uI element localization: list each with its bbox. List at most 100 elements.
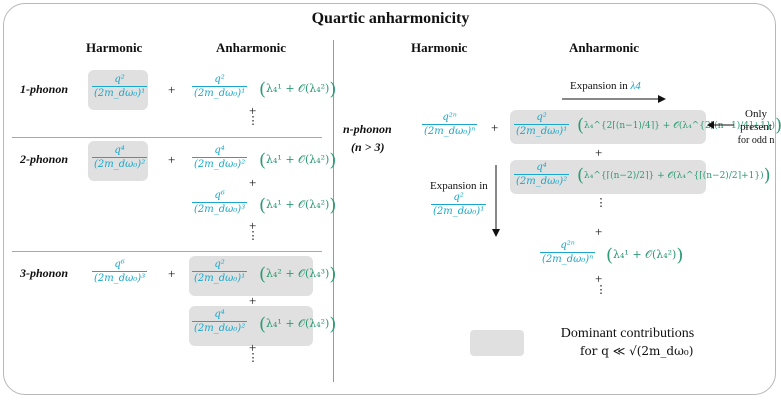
correction-n-2: (λ₄^{⌈(n−2)/2⌉} + 𝒪(λ₄^{⌈(n−2)/2⌉+1})): [577, 165, 771, 186]
fraction-n-anharmonic-a: q² (2m_dω₀)¹: [514, 112, 570, 138]
plus-sign: +: [168, 82, 176, 97]
header-right-anharmonic: Anharmonic: [569, 40, 640, 55]
numerator: q²: [214, 74, 225, 85]
plus-sign: +: [249, 218, 257, 233]
legend-condition: for q ≪ √(2m_dω₀): [580, 344, 694, 358]
numerator: q⁶: [214, 190, 225, 201]
denominator: (2m_dω₀)²: [92, 157, 148, 170]
correction-text: λ₄¹ + 𝒪(λ₄²): [613, 248, 677, 261]
correction-2b: (λ₄¹ + 𝒪(λ₄²)): [259, 195, 337, 216]
fraction-n-harmonic: q²ⁿ (2m_dω₀)ⁿ: [422, 112, 478, 138]
numerator: q⁶: [114, 259, 125, 270]
label-n-condition: (n > 3): [351, 140, 385, 154]
correction-n-c: (λ₄¹ + 𝒪(λ₄²)): [606, 245, 684, 266]
highlight-n-anharmonic-b: [510, 160, 706, 194]
legend-title: Dominant contributions: [560, 326, 695, 341]
row-divider-1: [12, 137, 322, 138]
denominator: (2m_dω₀)¹: [514, 124, 570, 137]
correction-n-odd: (λ₄^{2⌈(n−1)/4⌉} + 𝒪(λ₄^{2⌈(n−1)/4⌉+1})): [577, 115, 781, 136]
plus-sign: +: [249, 103, 257, 118]
denominator: (2m_dω₀)ⁿ: [540, 252, 596, 265]
fraction-3-harmonic: q⁶ (2m_dω₀)³: [92, 259, 148, 285]
arrow-expansion-q: [492, 165, 500, 237]
plus-sign: +: [249, 175, 257, 190]
correction-3a: (λ₄² + 𝒪(λ₄³)): [259, 264, 337, 285]
denominator: (2m_dω₀)²: [514, 174, 570, 187]
plus-sign: +: [595, 145, 603, 160]
highlight-1-harmonic: [88, 70, 148, 110]
fraction-2-harmonic: q⁴ (2m_dω₀)²: [92, 145, 148, 171]
numerator: q⁴: [114, 145, 125, 156]
correction-3b: (λ₄¹ + 𝒪(λ₄²)): [259, 314, 337, 335]
highlight-3-anharmonic-a: [189, 256, 313, 296]
header-right-harmonic: Harmonic: [411, 40, 468, 55]
fraction-n-anharmonic-b: q⁴ (2m_dω₀)²: [514, 162, 570, 188]
correction-text: λ₄^{⌈(n−2)/2⌉} + 𝒪(λ₄^{⌈(n−2)/2⌉+1}): [584, 171, 764, 181]
legend-swatch: [470, 330, 524, 356]
correction-text: λ₄¹ + 𝒪(λ₄²): [266, 198, 330, 211]
correction-1: (λ₄¹ + 𝒪(λ₄²)): [259, 79, 337, 100]
plus-sign: +: [249, 293, 257, 308]
numerator: q⁴: [214, 309, 225, 320]
plus-sign: +: [491, 120, 499, 135]
fraction-2-anharmonic-a: q⁴ (2m_dω₀)²: [192, 145, 248, 171]
header-left-anharmonic: Anharmonic: [216, 40, 287, 55]
plus-sign: +: [249, 340, 257, 355]
diagram-title: Quartic anharmonicity: [311, 10, 470, 27]
highlight-3-anharmonic-b: [189, 306, 313, 346]
numerator: q⁴: [214, 145, 225, 156]
denominator: (2m_dω₀)³: [92, 271, 148, 284]
ellipsis: ⋮: [595, 196, 607, 209]
numerator: q²ⁿ: [442, 112, 457, 123]
denominator: (2m_dω₀)¹: [192, 86, 248, 99]
column-divider: [333, 40, 334, 382]
correction-text: λ₄¹ + 𝒪(λ₄²): [266, 317, 330, 330]
row-divider-2: [12, 251, 322, 252]
arrow-expansion-lambda: [562, 95, 666, 103]
diagram-frame: [3, 3, 776, 395]
numerator: q²: [536, 112, 547, 123]
numerator: q²: [453, 192, 464, 203]
ellipsis: ⋮: [595, 283, 607, 296]
denominator: (2m_dω₀)²: [192, 321, 248, 334]
fraction-2-anharmonic-b: q⁶ (2m_dω₀)³: [192, 190, 248, 216]
ellipsis: ⋮: [247, 229, 259, 242]
denominator: (2m_dω₀)³: [192, 202, 248, 215]
plus-sign: +: [168, 152, 176, 167]
correction-text: λ₄^{2⌈(n−1)/4⌉} + 𝒪(λ₄^{2⌈(n−1)/4⌉+1}): [584, 121, 776, 131]
denominator: (2m_dω₀)ⁿ: [422, 124, 478, 137]
plus-sign: +: [595, 224, 603, 239]
expansion-lambda-label: Expansion in λ4: [570, 80, 641, 92]
label-2-phonon: 2-phonon: [20, 152, 69, 166]
label-3-phonon: 3-phonon: [20, 266, 69, 280]
highlight-2-harmonic: [88, 141, 148, 181]
note-only-present: Only present for odd n: [737, 108, 775, 146]
label-1-phonon: 1-phonon: [20, 82, 69, 96]
fraction-1-anharmonic: q² (2m_dω₀)¹: [192, 74, 248, 100]
fraction-3-anharmonic-b: q⁴ (2m_dω₀)²: [192, 309, 248, 335]
fraction-1-harmonic: q² (2m_dω₀)¹: [92, 74, 148, 100]
plus-sign: +: [595, 271, 603, 286]
correction-text: λ₄² + 𝒪(λ₄³): [266, 267, 330, 280]
fraction-3-anharmonic-a: q² (2m_dω₀)¹: [192, 259, 248, 285]
numerator: q²: [214, 259, 225, 270]
denominator: (2m_dω₀)¹: [431, 204, 487, 217]
label-n-phonon: n-phonon: [343, 122, 392, 136]
expansion-q-label: Expansion in: [430, 180, 488, 192]
arrow-only-present: [707, 121, 734, 129]
numerator: q²: [114, 74, 125, 85]
fraction-expansion-q: q² (2m_dω₀)¹: [431, 192, 487, 218]
header-left-harmonic: Harmonic: [86, 40, 143, 55]
correction-text: λ₄¹ + 𝒪(λ₄²): [266, 153, 330, 166]
ellipsis: ⋮: [247, 351, 259, 364]
numerator: q²ⁿ: [560, 240, 575, 251]
highlight-n-anharmonic-a: [510, 110, 706, 144]
correction-text: λ₄¹ + 𝒪(λ₄²): [266, 82, 330, 95]
fraction-n-anharmonic-c: q²ⁿ (2m_dω₀)ⁿ: [540, 240, 596, 266]
denominator: (2m_dω₀)²: [192, 157, 248, 170]
numerator: q⁴: [536, 162, 547, 173]
denominator: (2m_dω₀)¹: [192, 271, 248, 284]
ellipsis: ⋮: [247, 114, 259, 127]
denominator: (2m_dω₀)¹: [92, 86, 148, 99]
correction-2a: (λ₄¹ + 𝒪(λ₄²)): [259, 150, 337, 171]
